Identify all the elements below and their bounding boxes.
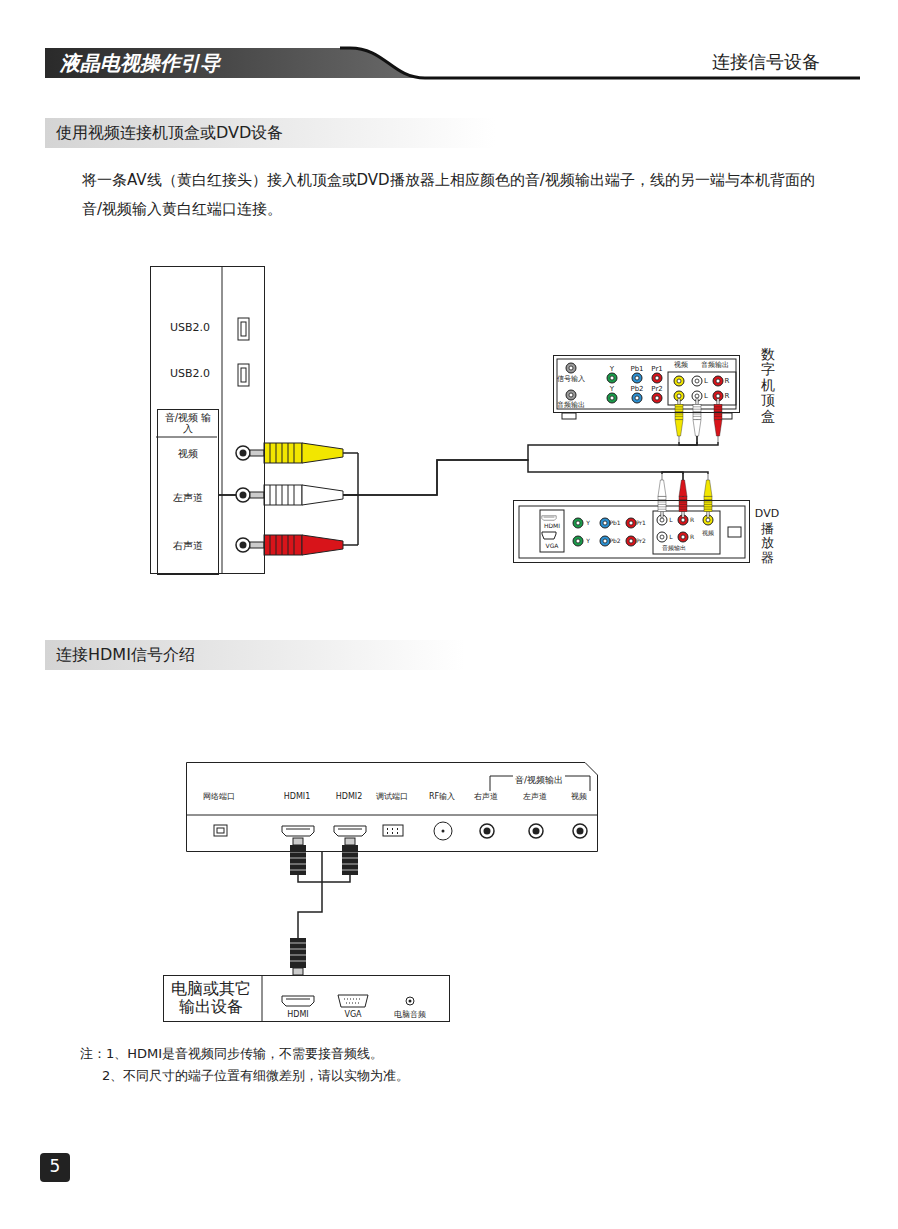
- port-label: 视频: [674, 361, 688, 369]
- av-input-box: 音/视频 输入视频左声道右声道: [157, 409, 219, 575]
- port-label: HDMI: [544, 523, 560, 530]
- note-text: 2、不同尺寸的端子位置有细微差别，请以实物为准。: [102, 1069, 409, 1084]
- port-label: Pb1: [609, 520, 620, 527]
- port-label: Pb1: [630, 365, 643, 373]
- port-label: Y: [586, 538, 590, 545]
- page-number: 5: [50, 1157, 61, 1177]
- port-label: Pb2: [630, 385, 643, 393]
- port-label: Y: [586, 520, 590, 527]
- port-label: 信号输入: [557, 375, 585, 383]
- port-label: 右声道: [173, 540, 203, 552]
- port-label: L: [669, 534, 672, 541]
- tv-side-panel: USB2.0USB2.0音/视频 输入视频左声道右声道: [150, 266, 265, 574]
- port-label: 视频: [178, 448, 198, 460]
- port-label: L: [704, 377, 708, 385]
- port-label: USB2.0: [170, 322, 210, 335]
- note-text: 注：1、HDMI是音视频同步传输，不需要接音频线。: [80, 1047, 383, 1062]
- port-label: 音/视频 输入: [162, 412, 214, 434]
- port-label: VGA: [344, 1010, 361, 1019]
- port-label: Pr1: [636, 520, 646, 527]
- port-label: Pr2: [651, 385, 662, 393]
- port-label: Pr2: [636, 538, 646, 545]
- port-label: HDMI: [287, 1010, 308, 1019]
- section-heading: 连接HDMI信号介绍: [56, 646, 195, 664]
- port-label: 调试端口: [376, 792, 408, 801]
- port-label: Y: [610, 365, 614, 373]
- output-device: 电脑或其它 输出设备 HDMI VGA 电脑音频: [163, 975, 450, 1022]
- body-paragraph: 将一条AV线（黄白红接头）接入机顶盒或DVD播放器上相应颜色的音/视频输出端子，…: [82, 166, 834, 224]
- port-label: 左声道: [173, 492, 203, 504]
- port-label: HDMI2: [336, 792, 363, 801]
- header-title: 液晶电视操作引导: [60, 52, 220, 75]
- port-label: 左声道: [523, 792, 547, 801]
- port-label: 视频: [571, 792, 587, 801]
- port-label: 音频输出: [662, 545, 686, 552]
- port-label: 电脑音频: [394, 1010, 426, 1019]
- port-label: 播放器: [761, 522, 774, 565]
- port-label: R: [725, 392, 730, 400]
- device-name: 电脑或其它 输出设备: [165, 980, 257, 1016]
- port-label: L: [704, 392, 708, 400]
- port-label: R: [690, 534, 694, 541]
- port-label: L: [669, 517, 672, 524]
- cable-line: [219, 413, 697, 495]
- device-name: 数字机顶盒: [761, 347, 775, 424]
- port-label: Pr1: [651, 365, 662, 373]
- port-label: 右声道: [474, 792, 498, 801]
- section-name: 连接信号设备: [712, 52, 820, 73]
- tv-rear-panel: 音/视频输出网络端口 HDMI1 HDMI2 调试端口 RF输入 右声道 左声道 视频: [186, 762, 598, 852]
- port-label: 网络端口: [203, 792, 235, 801]
- port-label: R: [690, 517, 694, 524]
- port-label: 视频: [702, 530, 714, 537]
- dvd-player: DVD播放器HDMIVGAYPb1Pr1YPb2Pr2LRLR视频音频输出: [513, 500, 750, 563]
- port-label: USB2.0: [170, 368, 210, 381]
- port-label: R: [725, 377, 730, 385]
- panel-outline: [187, 763, 598, 852]
- port-label: RF输入: [429, 792, 455, 801]
- port-label: 音频输出: [557, 401, 585, 409]
- port-label: HDMI1: [284, 792, 311, 801]
- port-label: Y: [610, 385, 614, 393]
- port-label: Pb2: [609, 538, 620, 545]
- port-label: 音/视频输出: [513, 775, 565, 785]
- set-top-box: 数字机顶盒信号输入音频输出YPb1Pr1YPb2Pr2视频音频输出LRLR: [553, 355, 740, 413]
- port-label: VGA: [546, 543, 559, 550]
- port-label: DVD: [755, 508, 779, 521]
- port-label: 音频输出: [701, 361, 729, 369]
- section-heading: 使用视频连接机顶盒或DVD设备: [56, 124, 283, 142]
